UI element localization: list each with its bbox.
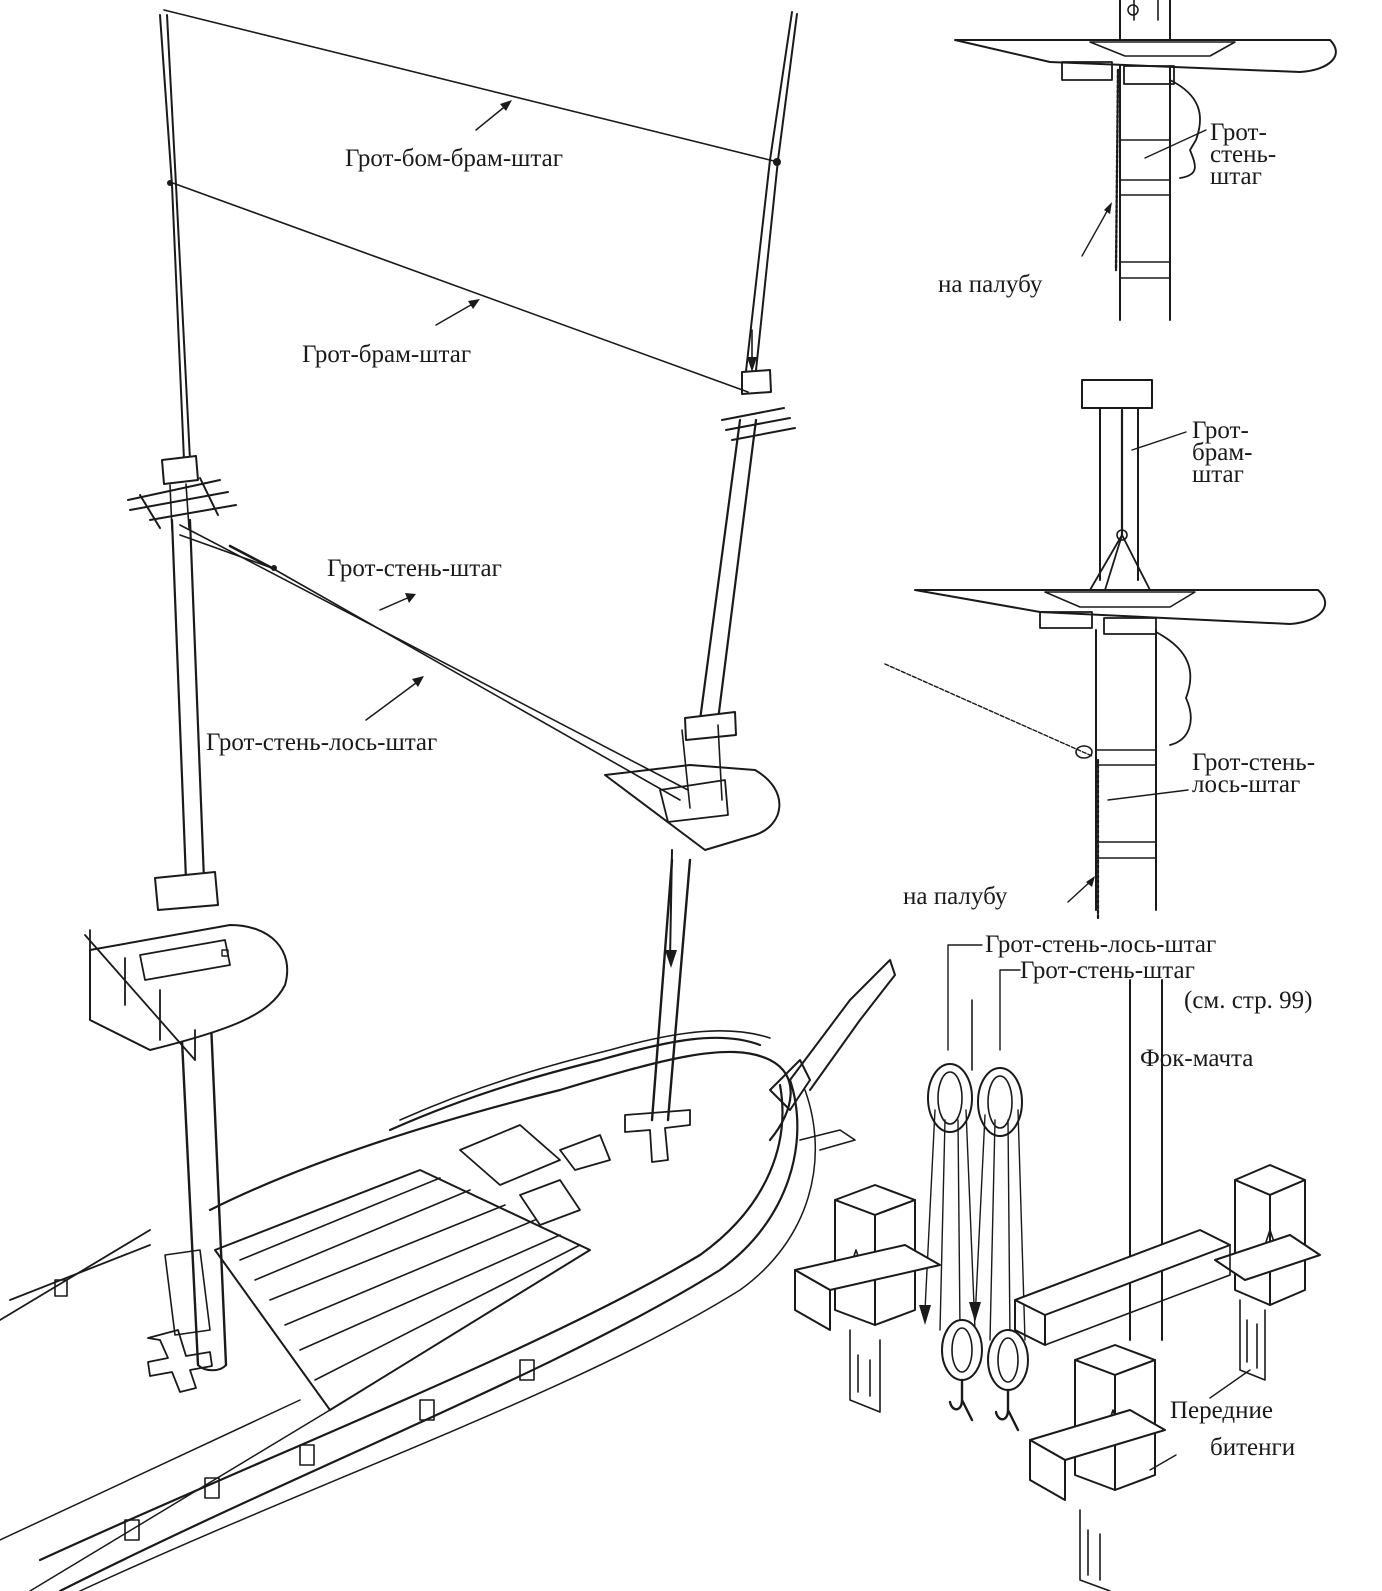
detail-top [954, 0, 1337, 321]
label-main-topmast-preventer-stay: Грот-стень-лось-штаг [206, 729, 438, 756]
label-line: стень- [1210, 141, 1277, 168]
label-page-ref: (см. стр. 99) [1184, 987, 1313, 1014]
label-line: штаг [1192, 461, 1244, 488]
label-main-topmast-stay: Грот-стень-штаг [327, 555, 502, 582]
main-mast [84, 14, 289, 1372]
label-detail-top-stay: Грот- стень- штаг [1210, 119, 1277, 190]
label-detail-bottom-topmast: Грот-стень-штаг [1020, 957, 1195, 984]
stays [163, 9, 781, 801]
label-detail-middle-to-deck: на палубу [903, 883, 1008, 910]
label-line: Грот- [1210, 119, 1267, 146]
ship-hull [0, 959, 896, 1591]
label-bitts-line1: Передние [1170, 1397, 1273, 1424]
label-detail-bottom-preventer: Грот-стень-лось-штаг [985, 931, 1217, 958]
label-line: брам- [1192, 439, 1253, 466]
label-detail-middle-preventer: Грот-стень- лось-штаг [1192, 749, 1316, 798]
label-line: лось-штаг [1192, 771, 1301, 798]
fore-mast [604, 11, 798, 1122]
label-line: Грот- [1192, 417, 1249, 444]
detail-bottom [794, 944, 1321, 1591]
label-detail-middle-topgallant: Грот- брам- штаг [1192, 417, 1253, 488]
label-main-topgallant-stay: Грот-брам-штаг [302, 341, 472, 368]
label-bitts-line2: битенги [1210, 1434, 1296, 1461]
label-detail-top-to-deck: на палубу [938, 271, 1043, 298]
label-line: штаг [1210, 163, 1262, 190]
detail-middle [884, 379, 1326, 922]
label-main-topgallant-royal-stay: Грот-бом-брам-штаг [345, 145, 563, 172]
label-arrows [365, 100, 512, 721]
label-line: Грот-стень- [1192, 749, 1316, 776]
label-foremast: Фок-мачта [1140, 1045, 1254, 1072]
deck-grating [147, 1109, 691, 1411]
